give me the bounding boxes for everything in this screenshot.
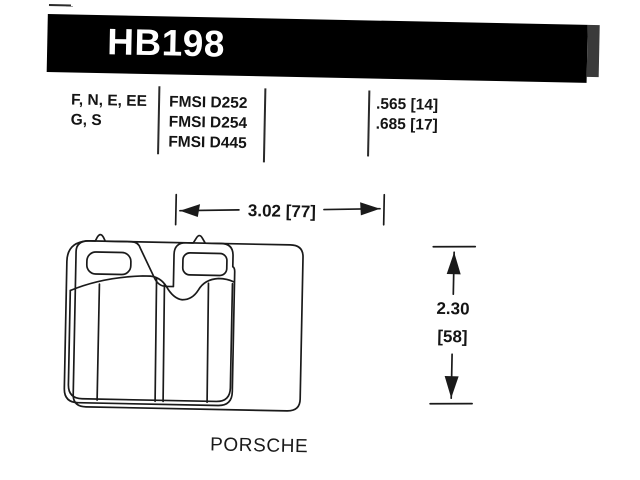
pad-silhouette xyxy=(63,233,236,407)
backing-plate-outline xyxy=(72,240,304,412)
thickness-line: .685 [17] xyxy=(375,115,438,134)
spec-card: HB198 F, N, E, EE G, S FMSI D252 FMSI D2… xyxy=(38,6,640,480)
fmsi-line: FMSI D445 xyxy=(168,133,247,153)
thickness-column: .565 [14] .685 [17] xyxy=(375,95,439,136)
table-divider-1 xyxy=(157,86,161,155)
left-ear-slot xyxy=(85,251,132,276)
fmsi-line: FMSI D252 xyxy=(168,93,248,113)
table-divider-2 xyxy=(262,88,266,163)
fmsi-column: FMSI D252 FMSI D254 FMSI D445 xyxy=(168,92,248,154)
header-band-edge xyxy=(586,24,600,78)
part-number-title: HB198 xyxy=(106,21,226,65)
groove-line-right xyxy=(206,282,210,404)
compound-line: G, S xyxy=(70,111,102,130)
height-dimension-metric: [58] xyxy=(437,327,468,347)
groove-line-mid-b xyxy=(162,283,166,403)
width-dimension-line xyxy=(174,193,386,226)
groove-line-mid-a xyxy=(154,277,158,403)
groove-line-left xyxy=(96,283,101,401)
friction-material-top-edge xyxy=(69,275,235,301)
thickness-line: .565 [14] xyxy=(375,95,439,114)
fmsi-line: FMSI D254 xyxy=(168,113,248,133)
friction-material-outline xyxy=(67,282,234,403)
height-dimension-value: 2.30 xyxy=(436,299,469,319)
table-divider-3 xyxy=(367,90,370,157)
compound-column: F, N, E, EE G, S xyxy=(71,90,148,132)
width-dimension-label: 3.02 [77] xyxy=(248,201,316,221)
compound-line: F, N, E, EE xyxy=(70,91,148,111)
brake-pad-drawing: 3.02 [77] 2.30 [58] xyxy=(39,156,640,468)
right-ear-slot xyxy=(181,252,228,277)
height-dimension-line xyxy=(429,245,477,405)
